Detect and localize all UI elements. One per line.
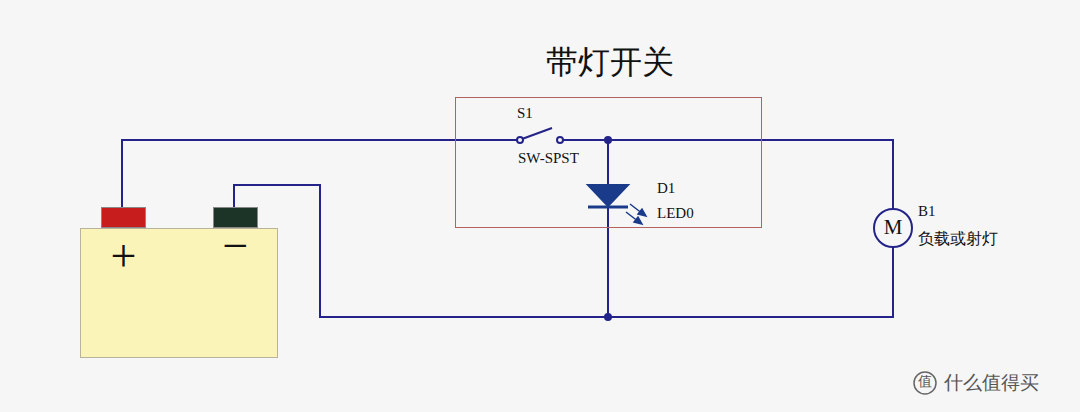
part-note: 负载或射灯 <box>918 230 998 248</box>
negative-sign: − <box>213 223 258 269</box>
junction-dots <box>604 136 612 321</box>
led-symbol <box>588 185 646 224</box>
part-name: S1 <box>517 105 533 122</box>
switch-enclosure: 带灯开关 <box>455 97 762 228</box>
wire <box>234 185 893 317</box>
watermark-logo <box>914 372 936 394</box>
watermark-icon: 值 <box>918 374 932 389</box>
battery-terminal <box>101 207 146 228</box>
motor-circle: M <box>873 208 913 248</box>
wire <box>762 140 893 208</box>
part-name: B1 <box>918 203 936 220</box>
positive-sign: + <box>101 233 146 279</box>
enclosure-title: 带灯开关 <box>456 46 763 78</box>
part-type: LED0 <box>657 205 694 222</box>
part-type: SW-SPST <box>518 150 579 167</box>
battery-box: +− <box>80 228 278 358</box>
part-name: D1 <box>657 180 675 197</box>
watermark: 什么值得买 <box>944 372 1039 393</box>
switch-wiring <box>455 128 762 317</box>
motor-letter: M <box>875 217 911 238</box>
